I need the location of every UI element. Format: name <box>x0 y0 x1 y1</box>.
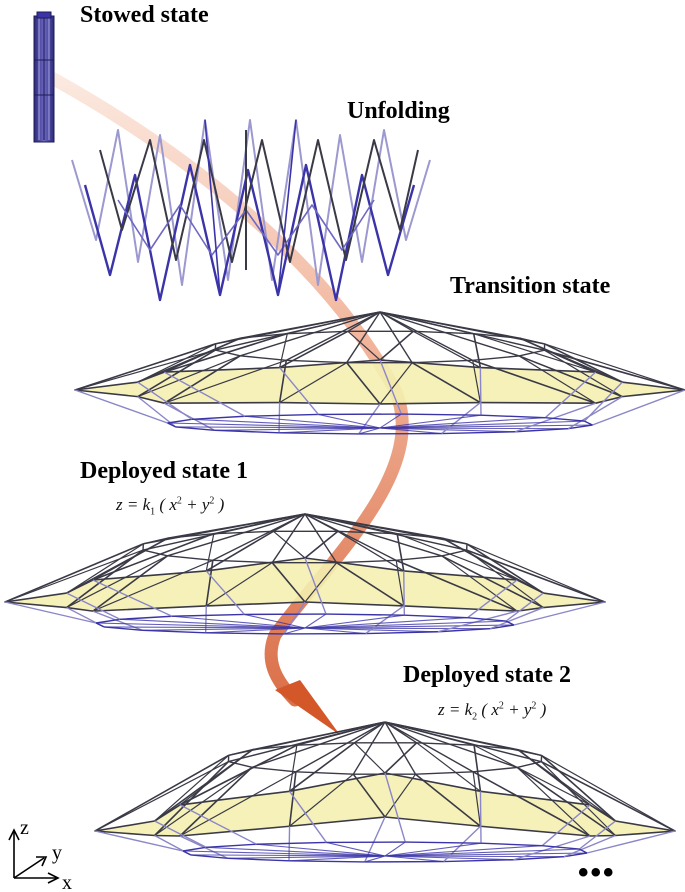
trajectory-path <box>45 71 409 707</box>
unfolding-label: Unfolding <box>347 98 450 124</box>
trajectory-arrowhead <box>275 680 340 735</box>
stowed-state-label: Stowed state <box>80 2 209 28</box>
deployed-state-2-dish <box>94 721 676 863</box>
deployed-state-2-equation: z = k2 ( x2 + y2 ) <box>438 700 547 723</box>
deployed-state-1-label: Deployed state 1 <box>80 458 248 484</box>
transition-state-dish <box>74 311 685 435</box>
coordinate-axes <box>8 828 60 884</box>
deployed-state-1-dish <box>4 513 606 635</box>
stowed-bundle <box>33 11 55 143</box>
deployed-state-2-label: Deployed state 2 <box>403 662 571 688</box>
deployed-state-1-equation: z = k1 ( x2 + y2 ) <box>116 495 225 518</box>
z-axis-label: z <box>20 817 29 839</box>
transition-state-label: Transition state <box>450 273 611 299</box>
continuation-dots: ••• <box>578 856 616 889</box>
y-axis-label: y <box>52 842 62 864</box>
unfolding-truss <box>71 119 431 302</box>
x-axis-label: x <box>62 872 72 892</box>
